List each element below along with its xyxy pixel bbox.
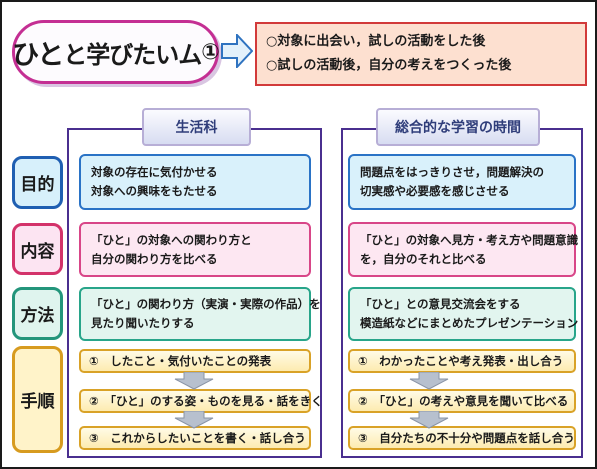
mokuteki-left-line-1: 対象の存在に気付かせる bbox=[91, 165, 218, 179]
hoho-right-box: 「ひと」との意見交流会をする 模造紙などにまとめたプレゼンテーション bbox=[348, 287, 579, 341]
row-label-hoho: 方法 bbox=[12, 287, 63, 340]
column-header-sogo: 総合的な学習の時間 bbox=[376, 108, 540, 146]
step-left-1: ① したこと・気付いたことの発表 bbox=[79, 349, 311, 373]
step-right-3: ③ 自分たちの不十分や問題点を話し合う bbox=[348, 426, 576, 450]
down-arrow-icon bbox=[174, 372, 214, 390]
naiyo-right-line-2: を，自分のそれと比べる bbox=[360, 251, 487, 266]
down-arrow-icon bbox=[409, 372, 449, 390]
naiyo-right-line-1: 「ひと」の対象へ見方・考え方や問題意識 bbox=[360, 232, 579, 247]
title-part-main: と学びたいム bbox=[63, 40, 202, 69]
row-label-naiyo: 内容 bbox=[12, 223, 63, 275]
row-label-tejun: 手順 bbox=[12, 346, 63, 453]
mokuteki-right-box: 問題点をはっきりさせ，問題解決の 切実感や必要感を感じさせる bbox=[348, 154, 576, 210]
mokuteki-right-line-2: 切実感や必要感を感じさせる bbox=[360, 184, 510, 198]
goal-box: ○対象に出会い，試しの活動をした後 ○試しの活動後，自分の考えをつくった後 bbox=[255, 22, 587, 86]
hoho-left-line-1: 「ひと」の関わり方（実演・実際の作品）を bbox=[91, 297, 321, 311]
title-part-number: ① bbox=[201, 39, 220, 65]
mokuteki-left-line-2: 対象への興味をもたせる bbox=[91, 184, 218, 198]
step-left-2: ② 「ひと」のする姿・ものを見る・話をきく bbox=[79, 389, 323, 413]
step-right-2: ② 「ひと」の考えや意見を聞いて比べる bbox=[348, 389, 576, 413]
mokuteki-right-line-1: 問題点をはっきりさせ，問題解決の bbox=[360, 165, 544, 179]
naiyo-left-line-1: 「ひと」の対象への関わり方と bbox=[91, 232, 252, 247]
down-arrow-icon bbox=[174, 411, 214, 429]
row-label-mokuteki: 目的 bbox=[12, 156, 63, 209]
naiyo-right-box: 「ひと」の対象へ見方・考え方や問題意識 を，自分のそれと比べる bbox=[348, 222, 579, 277]
hoho-left-box: 「ひと」の関わり方（実演・実際の作品）を 見たり聞いたりする bbox=[79, 287, 321, 341]
naiyo-left-box: 「ひと」の対象への関わり方と 自分の関わり方を比べる bbox=[79, 222, 311, 277]
step-left-3: ③ これからしたいことを書く・話し合う bbox=[79, 426, 311, 450]
title-part-hito: ひと bbox=[12, 39, 64, 71]
naiyo-left-line-2: 自分の関わり方を比べる bbox=[91, 251, 218, 266]
hoho-right-line-1: 「ひと」との意見交流会をする bbox=[360, 297, 521, 311]
goal-line-2: ○試しの活動後，自分の考えをつくった後 bbox=[266, 58, 512, 73]
hoho-left-line-2: 見たり聞いたりする bbox=[91, 316, 195, 330]
hoho-right-line-2: 模造紙などにまとめたプレゼンテーション bbox=[360, 316, 579, 330]
column-header-seikatsuka: 生活科 bbox=[142, 108, 251, 146]
right-arrow-icon bbox=[221, 34, 253, 68]
mokuteki-left-box: 対象の存在に気付かせる 対象への興味をもたせる bbox=[79, 154, 311, 210]
down-arrow-icon bbox=[409, 411, 449, 429]
goal-line-1: ○対象に出会い，試しの活動をした後 bbox=[266, 34, 486, 49]
step-right-1: ① わかったことや考え発表・出し合う bbox=[348, 349, 576, 373]
